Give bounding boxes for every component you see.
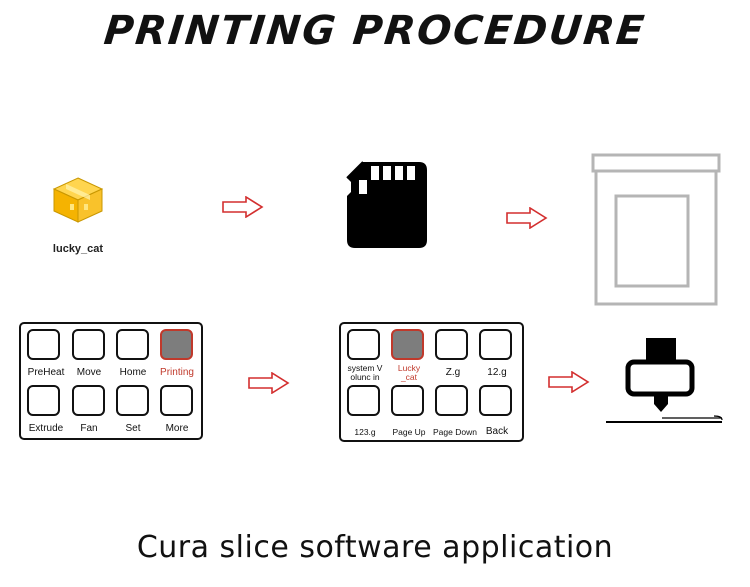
home-button[interactable] [116,329,149,360]
fan-label: Fan [80,423,98,434]
page-down-label: Page Down [433,427,477,437]
arrow-right-icon [548,371,590,393]
more-label: More [165,423,189,434]
sd-card-icon [346,161,427,248]
print-head-icon [606,338,723,423]
extrude-button[interactable] [27,385,60,416]
arrow-right-icon [506,207,548,229]
fan-button[interactable] [72,385,105,416]
12-g-label: 12.g [487,367,507,378]
caption: Cura slice software application [136,530,614,565]
lucky-cat-label: Lucky _cat [397,363,421,382]
preheat-button[interactable] [27,329,60,360]
page-title: PRINTING PROCEDURE [101,8,649,54]
more-button[interactable] [160,385,193,416]
gcode-file-icon [52,177,104,223]
page-up-button[interactable] [391,385,424,416]
extrude-label: Extrude [28,423,64,434]
home-label: Home [119,367,147,378]
file-button-lucky-cat[interactable] [391,329,424,360]
set-button[interactable] [116,385,149,416]
file-list-screen: system V olunc in Lucky _cat Z.g 12.g 12… [339,322,524,442]
arrow-right-icon [248,372,290,394]
page-down-button[interactable] [435,385,468,416]
main-menu-screen: PreHeat Move Home Printing Extrude Fan S… [19,322,203,440]
move-button[interactable] [72,329,105,360]
printer-frame-icon [591,153,721,306]
arrow-right-icon [222,196,264,218]
123-g-label: 123.g [354,427,376,437]
back-label: Back [485,426,509,437]
file-button-z-g[interactable] [435,329,468,360]
file-label: lucky_cat [52,243,104,255]
file-button-123-g[interactable] [347,385,380,416]
file-button-12-g[interactable] [479,329,512,360]
back-button[interactable] [479,385,512,416]
system-volume-label: system V olunc in [347,363,383,382]
page-up-label: Page Up [392,427,426,437]
printing-label: Printing [160,367,194,378]
preheat-label: PreHeat [27,367,65,378]
set-label: Set [125,423,141,434]
z-g-label: Z.g [445,367,461,378]
printing-button[interactable] [160,329,193,360]
file-button-system-volume[interactable] [347,329,380,360]
move-label: Move [76,367,102,378]
